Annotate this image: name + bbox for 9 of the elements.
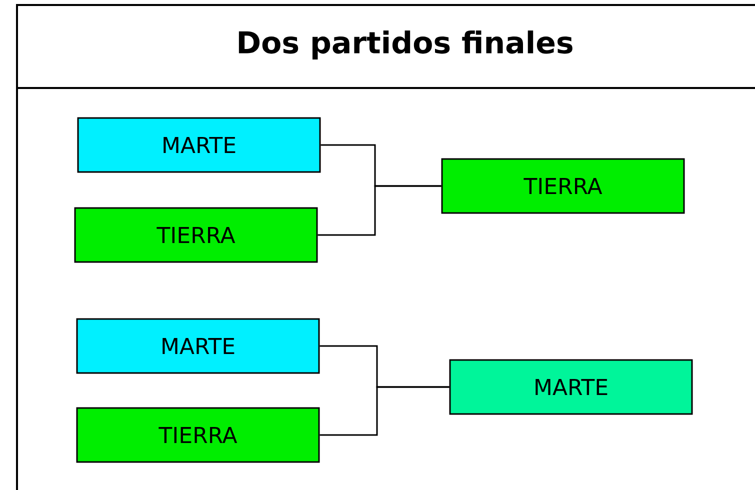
team-box: MARTE <box>77 117 321 173</box>
team-box: TIERRA <box>76 407 320 463</box>
team-box: MARTE <box>76 318 320 374</box>
bracket-line <box>318 185 442 236</box>
team-box: MARTE <box>449 359 693 415</box>
title: Dos partidos finales <box>238 30 572 60</box>
team-box: TIERRA <box>74 207 318 263</box>
team-box: TIERRA <box>441 158 685 214</box>
bracket-line <box>320 386 450 436</box>
